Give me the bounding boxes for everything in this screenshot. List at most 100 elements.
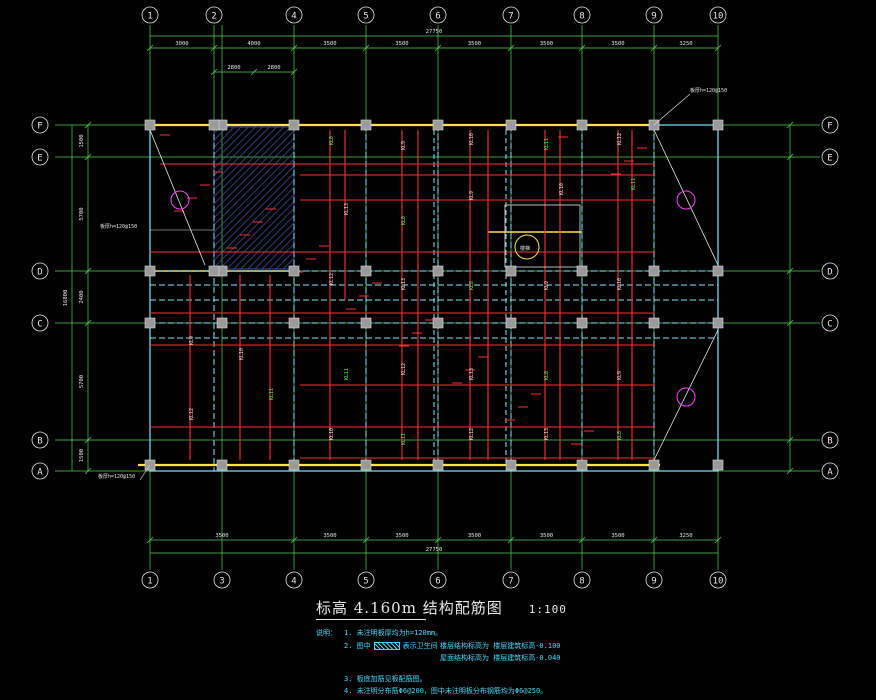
axis-bubble-right xyxy=(821,116,839,134)
beam-mark-label: KL12 xyxy=(329,273,335,285)
column xyxy=(208,265,220,277)
column xyxy=(505,265,517,277)
axis-bubble-left xyxy=(31,431,49,449)
axis-bubble-top xyxy=(285,6,303,24)
columns xyxy=(144,119,724,471)
beam-mark-label: KL8 xyxy=(544,371,550,380)
note-2-roof: 屋面结构标高为 楼层建筑标高-0.040 xyxy=(440,654,561,662)
dim-top-label: 3000 xyxy=(175,41,188,47)
axis-bubble-bottom-label: 8 xyxy=(579,577,584,587)
title-scale: 1:100 xyxy=(528,603,567,616)
dim-left-label: 1500 xyxy=(79,134,85,147)
beam-mark-label: KL12 xyxy=(189,408,195,420)
dim-right-tick xyxy=(786,436,794,444)
beam-mark-label: KL9 xyxy=(544,281,550,290)
axis-bubble-right xyxy=(821,262,839,280)
axis-bubble-bottom xyxy=(285,571,303,589)
column xyxy=(288,459,300,471)
title-underline xyxy=(316,619,426,620)
beam-mark-label: KL13 xyxy=(401,278,407,290)
beam-mark-label: KL12 xyxy=(469,428,475,440)
column xyxy=(360,317,372,329)
column xyxy=(576,119,588,131)
callout-label: 板厚h=120@150 xyxy=(690,87,727,94)
dim-top-tick xyxy=(146,44,154,52)
beam-mark-label: KL11 xyxy=(401,433,407,445)
axis-bubble-top-label: 6 xyxy=(435,12,440,22)
column xyxy=(216,459,228,471)
axis-bubble-top xyxy=(205,6,223,24)
dim-bottom-tick xyxy=(434,536,442,544)
note-3: 3. 板底加筋见板配筋图。 xyxy=(344,675,427,683)
column xyxy=(712,317,724,329)
beam-mark-label: KL13 xyxy=(344,203,350,215)
brace-tag-circle xyxy=(676,190,696,210)
dim-bottom-tick xyxy=(507,536,515,544)
axis-bubble-bottom xyxy=(357,571,375,589)
axis-bubble-top xyxy=(645,6,663,24)
column xyxy=(360,119,372,131)
column xyxy=(648,317,660,329)
dim-bottom-tick xyxy=(714,536,722,544)
note-2-floor: 楼层结构标高为 楼层建筑标高-0.100 xyxy=(440,642,561,650)
axis-bubble-left xyxy=(31,314,49,332)
beam-mark-label: KL13 xyxy=(469,368,475,380)
beam-mark-label: KL9 xyxy=(401,141,407,150)
dim-left-label: 1500 xyxy=(79,449,85,462)
dim-left-tick xyxy=(84,267,92,275)
dim-top-tick xyxy=(210,44,218,52)
dim-top-tick xyxy=(714,44,722,52)
beam-mark-label: KL10 xyxy=(559,183,565,195)
dim-left-tick xyxy=(84,153,92,161)
column xyxy=(288,317,300,329)
axis-bubble-bottom-label: 6 xyxy=(435,577,440,587)
axis-bubble-letter: C xyxy=(827,320,832,330)
axis-bubble-right xyxy=(821,314,839,332)
column xyxy=(648,265,660,277)
dim-bottom-tick xyxy=(290,536,298,544)
dim-right-tick xyxy=(786,121,794,129)
dim-bottom-total: 27750 xyxy=(426,547,443,553)
axis-bubble-letter: A xyxy=(827,468,833,478)
dim-top-label: 4000 xyxy=(247,41,260,47)
callout-label: 板厚h=120@150 xyxy=(100,223,137,230)
callout-leader xyxy=(139,464,151,481)
column xyxy=(576,265,588,277)
dim-sub-tick xyxy=(290,68,298,76)
dim-sub-tick xyxy=(250,68,258,76)
column xyxy=(576,459,588,471)
axis-bubble-bottom-label: 9 xyxy=(651,577,656,587)
column xyxy=(432,265,444,277)
column xyxy=(432,459,444,471)
beam-mark-label: KL10 xyxy=(329,428,335,440)
hatched-toilet-area xyxy=(213,126,295,270)
axis-bubble-top-label: 7 xyxy=(508,12,513,22)
axis-bubble-top xyxy=(573,6,591,24)
axis-bubble-top-label: 2 xyxy=(211,12,216,22)
stair-well xyxy=(504,204,581,268)
beam-mark-label: KL12 xyxy=(401,363,407,375)
beam-mark-label: KL10 xyxy=(617,278,623,290)
dim-left-tick xyxy=(84,467,92,475)
axis-bubble-top xyxy=(141,6,159,24)
axis-bubble-letter: F xyxy=(37,122,42,132)
beam-mark-label: KL9 xyxy=(189,336,195,345)
axis-bubble-top xyxy=(429,6,447,24)
dim-bottom-label: 3250 xyxy=(679,533,692,539)
column xyxy=(576,317,588,329)
beam-mark-label: KL13 xyxy=(544,428,550,440)
dim-bottom-label: 3500 xyxy=(540,533,553,539)
dim-bottom-tick xyxy=(650,536,658,544)
dim-left-label: 2400 xyxy=(79,290,85,303)
column xyxy=(144,317,156,329)
dim-top-total: 27750 xyxy=(426,29,443,35)
dim-top-label: 3500 xyxy=(611,41,624,47)
dim-sub-label: 2800 xyxy=(267,65,280,71)
column xyxy=(144,119,156,131)
dim-sub-label: 2800 xyxy=(227,65,240,71)
axis-bubble-top-label: 10 xyxy=(713,12,724,22)
axis-bubble-letter: D xyxy=(37,268,42,278)
beam-mark-label: KL11 xyxy=(269,388,275,400)
